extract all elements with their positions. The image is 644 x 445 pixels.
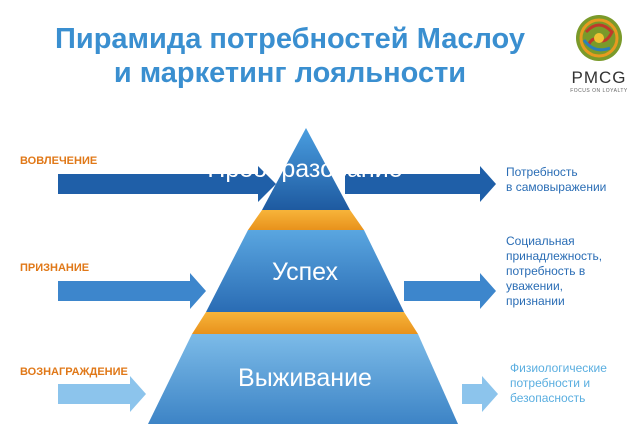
pyramid-label-middle: Успех (272, 258, 339, 286)
right-text-level-1: Потребность в самовыражении (506, 165, 606, 195)
logo-name: PMCG (571, 68, 627, 87)
right-text-line: потребности и (510, 376, 591, 390)
arrow-left-level-3 (58, 376, 146, 412)
page-title: Пирамида потребностей Маслоу и маркетинг… (30, 22, 550, 90)
pyramid-tier-middle (206, 230, 404, 312)
pyramid-label-top: Преобразование (207, 155, 402, 183)
arrow-left-level-1 (58, 166, 276, 202)
right-text-line: Потребность (506, 165, 578, 179)
arrow-right-level-1 (345, 166, 496, 202)
arrow-right-level-2 (404, 273, 496, 309)
title-line-2: и маркетинг лояльности (113, 57, 467, 89)
right-text-line: признании (506, 294, 565, 308)
arrow-right-level-3 (462, 376, 498, 412)
left-label-level-2: ПРИЗНАНИЕ (20, 262, 90, 274)
right-text-level-3: Физиологические потребности и безопаснос… (510, 361, 607, 406)
arrow-left-level-2 (58, 273, 206, 309)
left-label-level-1: ВОВЛЕЧЕНИЕ (20, 155, 98, 167)
pyramid-tier-top (262, 128, 350, 210)
right-text-line: принадлежность, (506, 249, 603, 263)
right-text-line: Физиологические (510, 361, 607, 375)
right-text-line: уважении, (506, 279, 563, 293)
logo-emblem-icon (576, 15, 622, 61)
right-text-line: безопасность (510, 391, 586, 405)
pyramid-label-bottom: Выживание (238, 364, 372, 392)
logo-tagline: FOCUS ON LOYALTY (570, 88, 628, 94)
right-text-line: Социальная (506, 234, 575, 248)
right-text-line: в самовыражении (506, 180, 607, 194)
pyramid-tier-bottom (148, 334, 458, 424)
pmcg-logo: PMCG FOCUS ON LOYALTY (566, 10, 632, 100)
right-text-level-2: Социальная принадлежность, потребность в… (506, 234, 602, 309)
title-line-1: Пирамида потребностей Маслоу (55, 23, 525, 55)
pyramid-band-lower (192, 312, 418, 334)
left-label-level-3: ВОЗНАГРАЖДЕНИЕ (20, 366, 128, 378)
right-text-line: потребность в (506, 264, 586, 278)
pyramid-band-upper (248, 210, 364, 230)
